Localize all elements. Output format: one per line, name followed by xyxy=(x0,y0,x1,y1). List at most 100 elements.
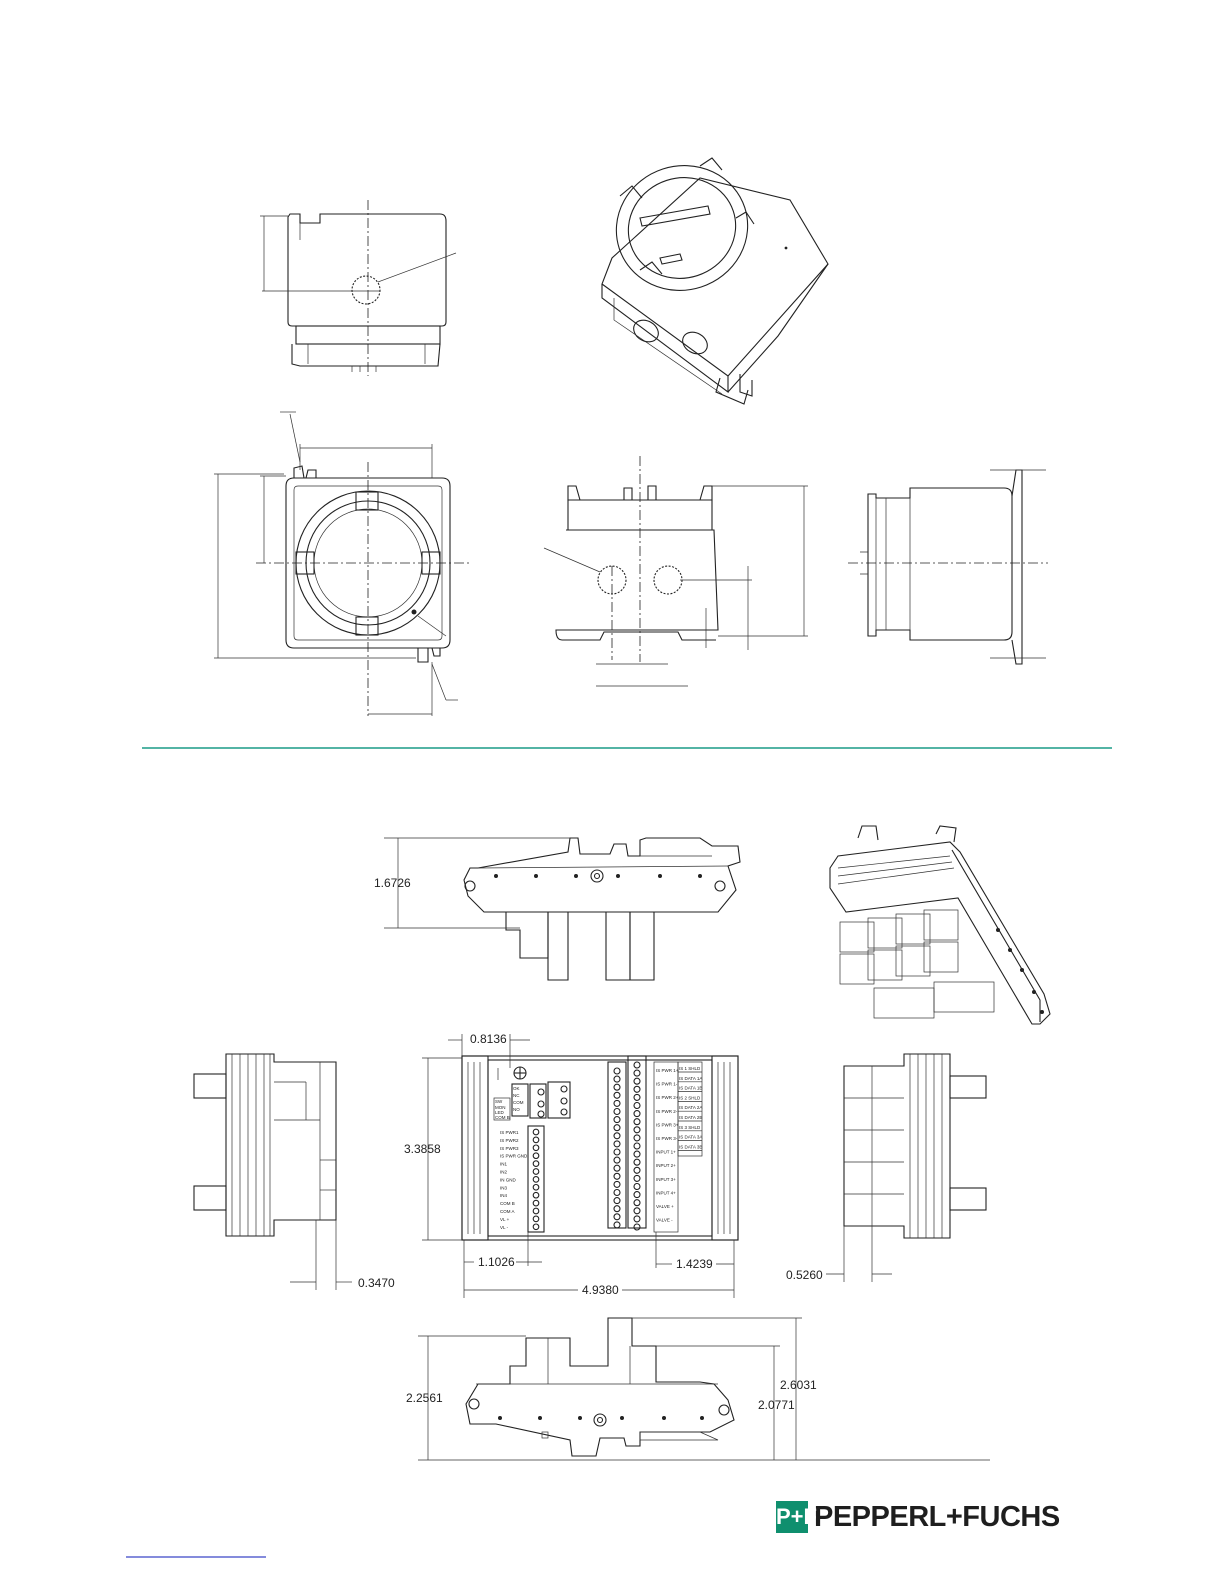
terminal-screw-icon xyxy=(613,1075,621,1083)
terminal-screw-icon xyxy=(633,1182,641,1191)
terminal-label: VL + xyxy=(500,1217,510,1222)
terminal-screw-icon xyxy=(633,1126,641,1134)
terminal-screw-icon xyxy=(633,1191,641,1199)
terminal-screw-icon xyxy=(633,1150,641,1158)
terminal-label: INPUT 3+ xyxy=(656,1177,676,1182)
terminal-screw-icon xyxy=(633,1077,641,1085)
terminal-label: IS PWR2 xyxy=(500,1138,519,1143)
terminal-screw-icon xyxy=(532,1152,540,1160)
terminal-screw-icon xyxy=(613,1172,621,1180)
terminal-label: IS 2 SHLD xyxy=(679,1095,701,1100)
enclosure-front-view xyxy=(260,200,457,376)
enclosure-end-view xyxy=(848,469,1048,665)
terminal-label: IS DATA 3B xyxy=(679,1144,702,1149)
terminal-label: IS DATA 2B xyxy=(679,1115,702,1120)
term-small-1: NC xyxy=(513,1093,520,1098)
terminal-screw-icon xyxy=(613,1099,621,1107)
terminal-screw-icon xyxy=(633,1110,641,1118)
terminal-screw-icon xyxy=(633,1199,641,1207)
terminal-screw-icon xyxy=(633,1069,641,1077)
din-module-front-view: OK NC COM NO SW MON LED COM B IS PWR1IS … xyxy=(404,1032,739,1298)
terminal-label: COM B xyxy=(500,1201,515,1206)
terminal-screw-icon xyxy=(633,1118,641,1126)
terminal-screw-icon xyxy=(633,1134,641,1142)
enclosure-side-view xyxy=(543,456,808,687)
terminal-screw-icon xyxy=(532,1215,540,1223)
terminal-screw-icon xyxy=(633,1223,641,1231)
terminal-screw-icon xyxy=(532,1168,540,1175)
terminal-label: IS PWR 1+ xyxy=(656,1068,679,1073)
terminal-label: IS PWR 3+ xyxy=(656,1122,679,1127)
terminal-screw-icon xyxy=(613,1180,621,1188)
terminal-screw-icon xyxy=(633,1166,641,1174)
terminal-screw-icon xyxy=(613,1148,621,1156)
dim-overall-width: 4.9380 xyxy=(582,1283,619,1297)
terminal-label: IS PWR 3- xyxy=(656,1136,678,1141)
terminal-screw-icon xyxy=(613,1156,621,1164)
terminal-screw-icon xyxy=(613,1116,621,1124)
terminal-screw-icon xyxy=(532,1144,540,1152)
dim-right-side-depth: 0.5260 xyxy=(786,1268,823,1282)
terminal-screw-icon xyxy=(532,1128,540,1136)
terminal-screw-icon xyxy=(613,1132,621,1140)
brand-name: PEPPERL+FUCHS xyxy=(814,1500,1060,1533)
terminal-label: IN2 xyxy=(500,1170,508,1175)
terminal-screw-icon xyxy=(613,1067,621,1075)
brand-logo: P+F PEPPERL+FUCHS xyxy=(776,1500,1060,1534)
brand-mark-icon: P+F xyxy=(776,1501,817,1533)
terminal-label: IN3 xyxy=(500,1185,508,1190)
terminal-label: IS DATA 2A xyxy=(679,1105,702,1110)
dim-right-offset: 1.4239 xyxy=(676,1257,713,1271)
terminal-screw-icon xyxy=(613,1188,621,1197)
terminal-screw-icon xyxy=(613,1164,621,1172)
din-module-left-side-view: 0.3470 xyxy=(193,1053,395,1290)
terminal-screw-icon xyxy=(532,1176,540,1183)
terminal-label: VALVE - xyxy=(656,1218,673,1223)
terminal-label: IS 1 SHLD xyxy=(679,1066,701,1071)
terminal-screw-icon xyxy=(613,1213,621,1221)
dim-left-side-depth: 0.3470 xyxy=(358,1276,395,1290)
terminal-screw-icon xyxy=(532,1191,540,1199)
terminal-label: COM A xyxy=(500,1209,515,1214)
terminal-screw-icon xyxy=(633,1093,641,1101)
terminal-screw-icon xyxy=(613,1091,621,1099)
dim-max-height: 2.6031 xyxy=(780,1378,817,1392)
status-label-3: COM B xyxy=(495,1115,510,1120)
terminal-screw-icon xyxy=(613,1197,621,1205)
terminal-screw-icon xyxy=(633,1142,641,1150)
terminal-screw-icon xyxy=(633,1061,641,1069)
terminal-screw-icon xyxy=(633,1207,641,1215)
terminal-screw-icon xyxy=(633,1158,641,1166)
terminal-label: IS PWR3 xyxy=(500,1146,519,1151)
din-module-bottom-view: 2.2561 2.6031 2.0771 xyxy=(406,1317,990,1461)
status-label-2: LED xyxy=(495,1110,505,1115)
terminal-label: VALVE + xyxy=(656,1204,674,1209)
terminal-screw-icon xyxy=(633,1174,641,1182)
terminal-label: INPUT 4+ xyxy=(656,1190,676,1195)
dim-top-height: 1.6726 xyxy=(374,876,411,890)
din-module-top-view: 1.6726 xyxy=(374,837,741,981)
terminal-label: INPUT 2+ xyxy=(656,1163,676,1168)
enclosure-top-view xyxy=(214,411,470,716)
terminal-label: IN4 xyxy=(500,1193,508,1198)
dim-left-offset: 1.1026 xyxy=(478,1255,515,1269)
status-label-0: SW xyxy=(495,1099,503,1104)
terminal-label: IS DATA 3A xyxy=(679,1135,702,1140)
terminal-label: VL - xyxy=(500,1225,509,1230)
terminal-screw-icon xyxy=(613,1205,621,1213)
terminal-screw-icon xyxy=(613,1221,621,1229)
terminal-screw-icon xyxy=(532,1183,540,1191)
terminal-screw-icon xyxy=(532,1199,540,1207)
terminal-label: IS PWR 1- xyxy=(656,1082,678,1087)
term-small-3: NO xyxy=(513,1107,520,1112)
terminal-screw-icon xyxy=(613,1124,621,1132)
dim-rail-height: 2.0771 xyxy=(758,1398,795,1412)
terminal-label: IS DATA 1A xyxy=(679,1076,702,1081)
terminal-label: IN GND xyxy=(500,1177,517,1182)
terminal-screw-icon xyxy=(613,1107,621,1116)
terminal-screw-icon xyxy=(633,1101,641,1110)
terminal-screw-icon xyxy=(613,1083,621,1091)
terminal-label: IS PWR GND xyxy=(500,1154,528,1159)
dim-overall-height: 2.2561 xyxy=(406,1391,443,1405)
terminal-label: IS DATA 1B xyxy=(679,1086,702,1091)
